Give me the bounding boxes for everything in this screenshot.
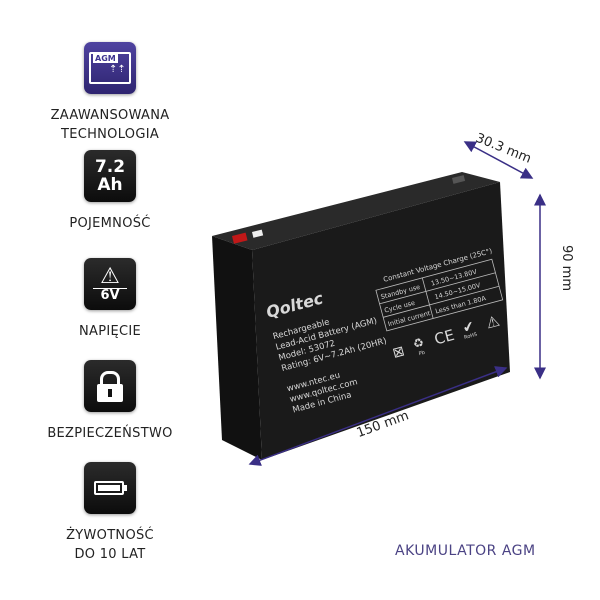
feature-advanced-technology: AGM ⇡⇡ ZAAWANSOWANA TECHNOLOGIA [30, 42, 190, 144]
feature-voltage: ⚠ 6V NAPIĘCIE [30, 258, 190, 341]
feature-lifetime: ŻYWOTNOŚĆ DO 10 LAT [30, 462, 190, 564]
recycle-icon: ♻ [411, 335, 425, 351]
feature-capacity: 7.2 Ah POJEMNOŚĆ [30, 150, 190, 233]
battery-level-icon [84, 462, 136, 514]
product-title: AKUMULATOR AGM [395, 543, 536, 559]
terminal-negative-tab [252, 229, 264, 238]
depth-arrow [463, 141, 534, 179]
length-arrow [248, 366, 508, 466]
rohs-check-icon: ✔ [461, 318, 476, 336]
feature-label: ZAAWANSOWANA [50, 108, 170, 123]
depth-label: 30.3 mm [473, 131, 533, 167]
voltage-warning-icon: ⚠ 6V [84, 258, 136, 310]
agm-battery-icon: AGM ⇡⇡ [84, 42, 136, 94]
feature-label: DO 10 LAT [74, 547, 146, 562]
terminal-positive [451, 175, 466, 184]
feature-safety: BEZPIECZEŃSTWO [30, 360, 190, 443]
ce-mark: CE [432, 326, 456, 349]
feature-label: BEZPIECZEŃSTWO [47, 426, 173, 441]
height-label: 90 mm [559, 245, 574, 291]
padlock-icon [84, 360, 136, 412]
warning-icon: ⚠ [484, 312, 502, 333]
rohs-mark: RoHS [464, 332, 478, 341]
capacity-icon: 7.2 Ah [84, 150, 136, 202]
feature-label: TECHNOLOGIA [60, 127, 160, 142]
terminal-negative [232, 232, 248, 244]
feature-label: NAPIĘCIE [78, 324, 142, 339]
battery-top [212, 172, 500, 250]
weee-bin-icon: ⊠ [391, 343, 406, 361]
pb-mark: Pb [418, 350, 426, 357]
feature-label: POJEMNOŚĆ [69, 216, 151, 231]
feature-label: ŻYWOTNOŚĆ [66, 528, 154, 543]
